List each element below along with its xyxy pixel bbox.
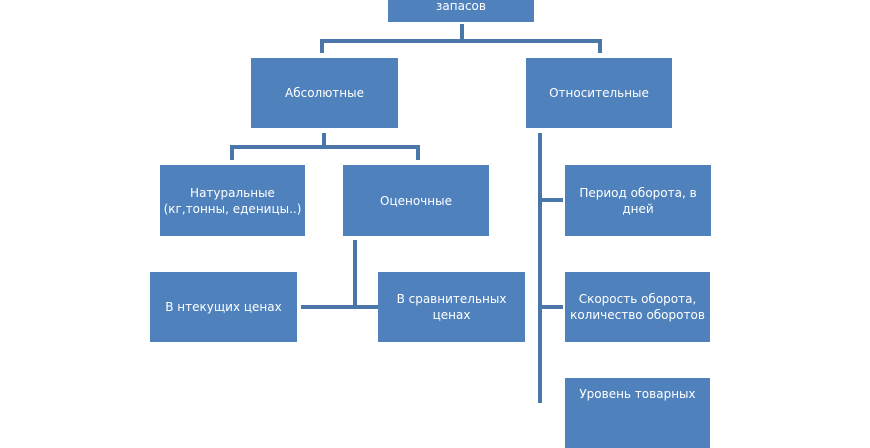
node-turnover-period: Период оборота, в дней bbox=[565, 165, 711, 236]
connector bbox=[320, 39, 602, 43]
node-current-prices: В нтекущих ценах bbox=[150, 272, 297, 342]
node-comparable-prices: В сравнительных ценах bbox=[378, 272, 525, 342]
connector bbox=[538, 133, 542, 403]
connector bbox=[353, 240, 357, 309]
node-relative: Относительные bbox=[526, 58, 672, 128]
connector bbox=[538, 198, 563, 202]
root-node: запасов bbox=[388, 0, 534, 22]
connector bbox=[230, 145, 420, 149]
node-valuation: Оценочные bbox=[343, 165, 489, 236]
connector bbox=[230, 145, 234, 160]
connector bbox=[416, 145, 420, 160]
node-turnover-speed: Скорость оборота, количество оборотов bbox=[565, 272, 710, 342]
node-stock-level: Уровень товарных bbox=[565, 378, 710, 448]
connector bbox=[322, 133, 326, 148]
connector bbox=[538, 305, 563, 309]
node-natural: Натуральные (кг,тонны, еденицы..) bbox=[160, 165, 305, 236]
node-absolute: Абсолютные bbox=[251, 58, 398, 128]
connector bbox=[598, 39, 602, 53]
connector bbox=[301, 305, 378, 309]
connector bbox=[460, 24, 464, 42]
connector bbox=[320, 39, 324, 53]
